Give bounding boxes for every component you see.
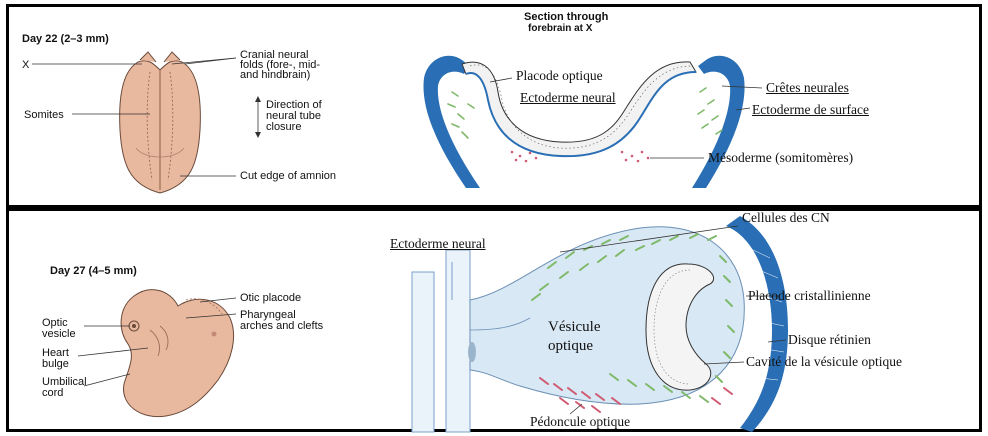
heart-line-2: bulge: [42, 359, 69, 370]
section-title-line-1: Section through: [524, 12, 608, 23]
day22-embryo: [120, 52, 201, 193]
vesicule-optique-line-2: optique: [548, 337, 593, 355]
somites-label: Somites: [24, 110, 64, 121]
cranial-folds-line-3: and hindbrain): [240, 70, 310, 81]
umbilical-line-2: cord: [42, 388, 63, 399]
direction-line-3: closure: [266, 122, 301, 133]
section-title-line-2: forebrain at X: [528, 23, 592, 34]
ectoderme-neural-bottom-label: Ectoderme neural: [390, 236, 486, 251]
otic-placode-label: Otic placode: [240, 293, 301, 304]
cretes-neurales-label: Crêtes neurales: [766, 80, 849, 95]
pedoncule-optique-label: Pédoncule optique: [530, 414, 630, 429]
placode-cristallinienne-label: Placode cristallinienne: [748, 288, 871, 303]
cellules-cn-label: Cellules des CN: [742, 210, 830, 225]
mesoderme-label: Mésoderme (somitomères): [708, 150, 853, 165]
amnion-label: Cut edge of amnion: [240, 171, 336, 182]
pharyngeal-line-2: arches and clefts: [240, 321, 323, 332]
x-label: X: [22, 60, 29, 71]
disque-retinien-label: Disque rétinien: [788, 332, 871, 347]
ectoderme-surface-label: Ectoderme de surface: [752, 102, 869, 117]
placode-optique-label: Placode optique: [516, 68, 603, 83]
day27-embryo: [121, 290, 233, 417]
day22-stage-label: Day 22 (2–3 mm): [22, 34, 109, 45]
cavite-label: Cavité de la vésicule optique: [746, 354, 902, 369]
ectoderme-neural-top-label: Ectoderme neural: [520, 90, 616, 105]
vesicule-optique-line-1: Vésicule: [548, 318, 600, 336]
day27-stage-label: Day 27 (4–5 mm): [50, 266, 137, 277]
optic-vesicle-line-2: vesicle: [42, 329, 76, 340]
